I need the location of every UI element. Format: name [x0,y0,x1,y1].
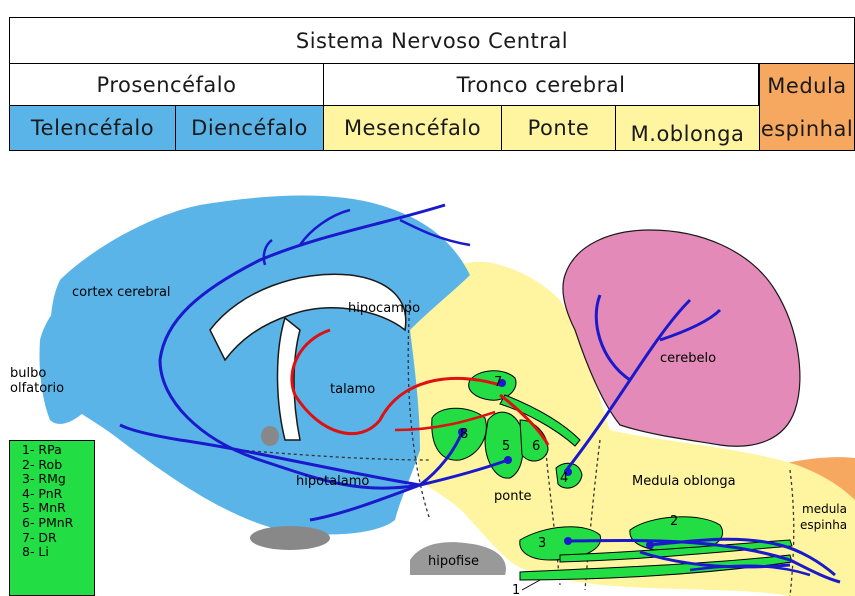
nucleus-number-3: 3 [538,536,546,551]
nucleus-number-8: 8 [460,427,468,442]
legend-item: 3- RMg [22,472,94,487]
label-cerebelo: cerebelo [660,351,716,366]
nucleus-1-pointer [522,580,540,590]
label-talamo: talamo [330,382,375,397]
small-grey-nucleus [261,426,279,446]
legend-item: 2- Rob [22,458,94,473]
label-bulbo: bulbo [10,366,46,381]
legend-item: 1- RPa [22,443,94,458]
label-hipocampo: hipocampo [348,301,420,316]
legend-item: 8- Li [22,545,94,560]
label-medula-espinhal-2: espinha [800,518,847,532]
nucleus-dot-5 [504,456,512,464]
label-medula-espinhal-1: medula [802,502,847,516]
label-medula-oblonga: Medula oblonga [632,474,736,489]
legend-item: 7- DR [22,531,94,546]
nucleus-dot-3 [564,537,572,545]
label-olfatorio: olfatorio [10,381,64,396]
label-hipofise: hipofise [428,554,479,569]
legend-item: 6- PMnR [22,516,94,531]
nucleus-number-4: 4 [560,471,568,486]
legend-item: 4- PnR [22,487,94,502]
nucleus-dot-2 [646,541,654,549]
legend-item: 5- MnR [22,501,94,516]
nuclei-legend: 1- RPa 2- Rob 3- RMg 4- PnR 5- MnR 6- PM… [9,440,95,596]
nucleus-number-6: 6 [532,439,540,454]
optic-chiasm [250,526,330,550]
label-hipotalamo: hipotalamo [296,474,369,489]
label-ponte: ponte [494,489,532,504]
label-cortex-cerebral: cortex cerebral [72,285,171,300]
nucleus-number-2: 2 [670,514,678,529]
nucleus-number-1: 1 [512,583,520,596]
nucleus-number-7: 7 [494,375,502,390]
nucleus-number-5: 5 [502,439,510,454]
